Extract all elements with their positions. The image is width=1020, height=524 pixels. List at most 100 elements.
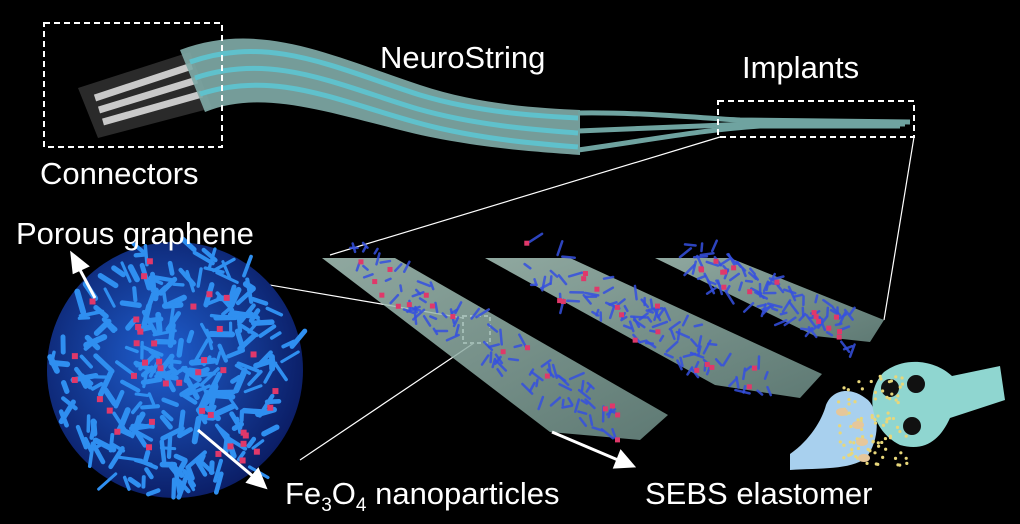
graphene-strand <box>242 281 256 292</box>
strip-strand <box>623 304 629 313</box>
graphene-strand <box>211 257 236 273</box>
strip-strand <box>584 291 600 297</box>
graphene-strand <box>133 252 148 258</box>
neurotransmitter-dot <box>896 400 900 405</box>
strip-strand <box>649 298 654 309</box>
graphene-strand <box>168 307 175 332</box>
graphene-strand <box>61 396 78 411</box>
strip-nanoparticle <box>525 345 531 351</box>
graphene-strand <box>161 409 174 422</box>
strip-strand <box>697 345 702 357</box>
neurotransmitter-dot <box>873 390 878 394</box>
strip-strand <box>787 285 797 302</box>
strip-strand <box>399 284 403 293</box>
graphene-strand <box>261 424 280 437</box>
strip-strand <box>658 334 665 342</box>
neurotransmitter-dot <box>842 443 846 447</box>
strip-nanoparticle <box>837 329 843 335</box>
strip-nanoparticle <box>395 303 401 309</box>
strip-strand <box>416 280 432 288</box>
strip-strand <box>375 252 381 266</box>
graphene-strand <box>108 432 115 453</box>
graphene-strand <box>169 365 188 378</box>
strip-nanoparticle <box>560 299 566 305</box>
strip-strand <box>675 330 691 339</box>
nanoparticle <box>141 273 148 280</box>
neurotransmitter-dot <box>873 418 877 422</box>
strip-strand <box>362 264 369 271</box>
nanoparticle <box>215 450 222 457</box>
nanoparticle <box>227 443 234 450</box>
strip-strand <box>770 275 785 281</box>
neurotransmitter-dot <box>904 456 908 460</box>
graphene-strand <box>127 264 140 283</box>
graphene-strand <box>199 367 220 387</box>
strip-nanoparticle <box>379 292 385 298</box>
strip-nanoparticle <box>615 437 621 443</box>
graphene-strand <box>193 338 210 363</box>
strip-strand <box>679 356 684 368</box>
strip-strand <box>628 320 635 333</box>
neurotransmitter-dot <box>866 447 870 452</box>
strip-strand <box>480 354 490 366</box>
graphene-strand <box>152 287 159 302</box>
neurotransmitter-dot <box>887 380 892 384</box>
strip-strand <box>507 357 520 362</box>
strip-nanoparticle <box>713 258 719 264</box>
neurotransmitter-dot <box>838 424 842 428</box>
graphene-strand <box>208 384 219 412</box>
graphene-strand <box>172 282 185 287</box>
graphene-strand <box>235 286 256 306</box>
strip-strand <box>539 282 552 290</box>
strip-strand <box>491 357 497 369</box>
arrow-porous-graphene <box>70 250 90 275</box>
neurotransmitter-dot <box>873 421 878 425</box>
strip-strand <box>429 281 435 291</box>
nanoparticle <box>89 298 96 305</box>
strip-strand <box>727 252 736 266</box>
strip-strand <box>763 370 769 380</box>
strip-strand <box>771 307 779 312</box>
graphene-strand <box>134 392 150 398</box>
strip-strand <box>725 284 731 293</box>
strip-strand <box>588 414 594 427</box>
connector-head <box>78 52 212 138</box>
strip-nanoparticle <box>619 312 625 318</box>
neurotransmitter-dot <box>846 388 850 392</box>
strip-strand <box>600 428 615 440</box>
nanoparticle <box>242 432 249 439</box>
neurotransmitter-dot <box>896 394 900 398</box>
nanoparticle <box>272 388 279 395</box>
graphene-strand <box>120 261 132 283</box>
strip-strand <box>728 377 739 388</box>
strip-strand <box>523 262 532 270</box>
strip-strand <box>566 299 581 303</box>
graphene-strand <box>217 343 229 363</box>
strip-strand <box>729 272 741 282</box>
neurotransmitter-dot <box>836 400 841 404</box>
graphene-strand <box>122 475 131 491</box>
graphene-strand <box>230 311 246 321</box>
neurotransmitter-dot <box>847 411 851 415</box>
neurotransmitter-dot <box>893 456 898 460</box>
nanoparticle <box>146 444 153 451</box>
nanoparticle <box>148 418 155 425</box>
neurotransmitter-dot <box>880 440 884 445</box>
graphene-strand <box>200 322 214 344</box>
strip-strand <box>645 309 655 314</box>
graphene-strand <box>280 350 300 364</box>
strip-strand <box>783 288 797 295</box>
neurotransmitter-dot <box>891 416 896 421</box>
nanoparticle <box>141 359 148 366</box>
strip-strand <box>652 307 662 322</box>
strip-strand <box>362 273 374 279</box>
graphene-strand <box>177 479 191 494</box>
graphene-strand <box>131 241 146 255</box>
neurotransmitter-dot <box>888 397 892 401</box>
strip-strand <box>694 360 700 370</box>
strip-nanoparticle <box>406 302 412 308</box>
strip-strand <box>413 308 418 326</box>
graphene-strand <box>97 472 118 491</box>
graphene-strand <box>97 273 119 289</box>
strip-strand <box>776 284 785 294</box>
